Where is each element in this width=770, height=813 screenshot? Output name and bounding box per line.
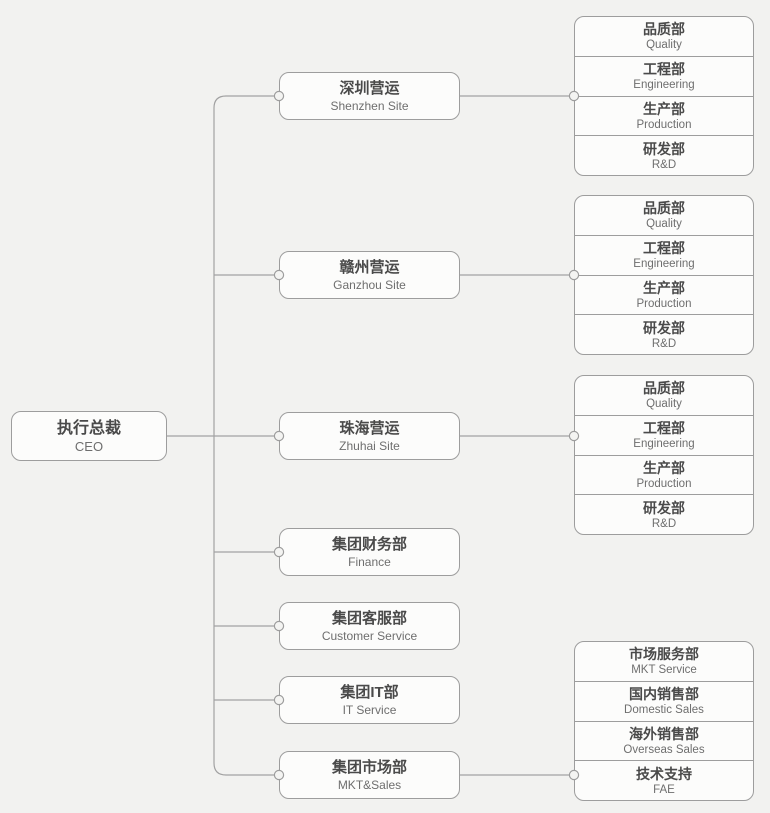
node-customer-service[interactable]: 集团客服部 Customer Service: [279, 602, 460, 650]
node-subtitle: IT Service: [342, 702, 397, 717]
dept-title: 海外销售部: [629, 725, 699, 742]
dept-subtitle: Overseas Sales: [623, 743, 705, 756]
dept-row-production[interactable]: 生产部 Production: [575, 274, 753, 315]
dept-row-fae[interactable]: 技术支持 FAE: [575, 760, 753, 800]
dept-row-rd[interactable]: 研发部 R&D: [575, 314, 753, 354]
dept-row-mkt-service[interactable]: 市场服务部 MKT Service: [575, 642, 753, 681]
node-title: 执行总裁: [56, 419, 121, 437]
dept-row-rd[interactable]: 研发部 R&D: [575, 135, 753, 175]
node-ceo[interactable]: 执行总裁 CEO: [11, 411, 167, 461]
dept-title: 市场服务部: [629, 646, 699, 663]
dept-title: 研发部: [643, 140, 685, 157]
node-title: 集团客服部: [331, 609, 407, 627]
node-subtitle: Zhuhai Site: [339, 438, 400, 453]
dept-subtitle: R&D: [651, 337, 677, 350]
dept-subtitle: Engineering: [633, 258, 695, 271]
dept-row-engineering[interactable]: 工程部 Engineering: [575, 414, 753, 455]
dept-title: 品质部: [643, 21, 685, 38]
dept-row-production[interactable]: 生产部 Production: [575, 454, 753, 495]
node-zhuhai-site[interactable]: 珠海营运 Zhuhai Site: [279, 412, 460, 460]
node-title: 集团市场部: [331, 758, 407, 776]
connector-trunk: [213, 95, 279, 776]
dept-title: 品质部: [643, 200, 685, 217]
dept-subtitle: FAE: [653, 783, 675, 796]
node-ganzhou-site[interactable]: 赣州营运 Ganzhou Site: [279, 251, 460, 299]
dept-subtitle: Quality: [646, 398, 682, 411]
dept-group-zhuhai: 品质部 Quality 工程部 Engineering 生产部 Producti…: [574, 375, 754, 535]
node-subtitle: CEO: [74, 438, 104, 454]
dept-row-quality[interactable]: 品质部 Quality: [575, 17, 753, 56]
dept-title: 国内销售部: [629, 686, 699, 703]
node-subtitle: Customer Service: [321, 628, 418, 643]
node-shenzhen-site[interactable]: 深圳营运 Shenzhen Site: [279, 72, 460, 120]
node-title: 集团财务部: [331, 535, 407, 553]
dept-row-quality[interactable]: 品质部 Quality: [575, 376, 753, 415]
node-subtitle: Ganzhou Site: [333, 277, 406, 292]
node-title: 集团IT部: [340, 683, 399, 701]
dept-title: 生产部: [643, 100, 685, 117]
dept-subtitle: MKT Service: [631, 664, 697, 677]
node-mkt-sales[interactable]: 集团市场部 MKT&Sales: [279, 751, 460, 799]
node-subtitle: Shenzhen Site: [330, 98, 409, 113]
dept-subtitle: Engineering: [633, 79, 695, 92]
dept-row-domestic-sales[interactable]: 国内销售部 Domestic Sales: [575, 680, 753, 721]
dept-row-engineering[interactable]: 工程部 Engineering: [575, 234, 753, 275]
dept-subtitle: Domestic Sales: [624, 704, 704, 717]
node-subtitle: Finance: [348, 554, 391, 569]
dept-title: 品质部: [643, 380, 685, 397]
dept-group-ganzhou: 品质部 Quality 工程部 Engineering 生产部 Producti…: [574, 195, 754, 355]
dept-title: 生产部: [643, 279, 685, 296]
dept-row-quality[interactable]: 品质部 Quality: [575, 196, 753, 235]
dept-subtitle: Production: [636, 477, 692, 490]
dept-title: 工程部: [643, 61, 685, 78]
node-finance[interactable]: 集团财务部 Finance: [279, 528, 460, 576]
dept-row-engineering[interactable]: 工程部 Engineering: [575, 55, 753, 96]
dept-title: 生产部: [643, 459, 685, 476]
dept-subtitle: Engineering: [633, 438, 695, 451]
node-title: 深圳营运: [339, 79, 400, 97]
node-title: 珠海营运: [339, 419, 400, 437]
dept-title: 研发部: [643, 499, 685, 516]
dept-group-shenzhen: 品质部 Quality 工程部 Engineering 生产部 Producti…: [574, 16, 754, 176]
dept-title: 工程部: [643, 240, 685, 257]
dept-subtitle: Quality: [646, 39, 682, 52]
dept-subtitle: Quality: [646, 218, 682, 231]
dept-title: 技术支持: [636, 765, 692, 782]
dept-subtitle: R&D: [651, 158, 677, 171]
node-subtitle: MKT&Sales: [337, 777, 402, 792]
dept-row-production[interactable]: 生产部 Production: [575, 95, 753, 136]
node-title: 赣州营运: [339, 258, 400, 276]
node-it-service[interactable]: 集团IT部 IT Service: [279, 676, 460, 724]
dept-subtitle: Production: [636, 118, 692, 131]
dept-group-mkt-sales: 市场服务部 MKT Service 国内销售部 Domestic Sales 海…: [574, 641, 754, 801]
dept-row-rd[interactable]: 研发部 R&D: [575, 494, 753, 534]
dept-subtitle: R&D: [651, 517, 677, 530]
dept-subtitle: Production: [636, 297, 692, 310]
dept-title: 工程部: [643, 420, 685, 437]
dept-row-overseas-sales[interactable]: 海外销售部 Overseas Sales: [575, 720, 753, 761]
dept-title: 研发部: [643, 319, 685, 336]
